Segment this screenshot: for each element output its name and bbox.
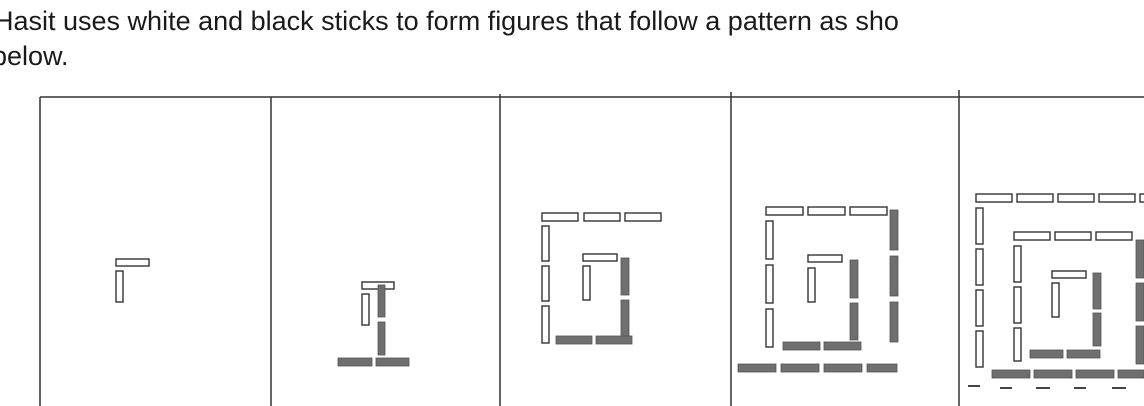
question-text-line-2: below.	[0, 41, 69, 71]
figure-1	[115, 258, 150, 303]
figure-5	[968, 193, 1144, 389]
figure-2	[337, 281, 410, 367]
figure-4	[737, 206, 899, 373]
question-text-line-1: Hasit uses white and black sticks to for…	[0, 6, 899, 36]
figure-3	[541, 212, 662, 345]
figure-frame	[39, 90, 1144, 406]
